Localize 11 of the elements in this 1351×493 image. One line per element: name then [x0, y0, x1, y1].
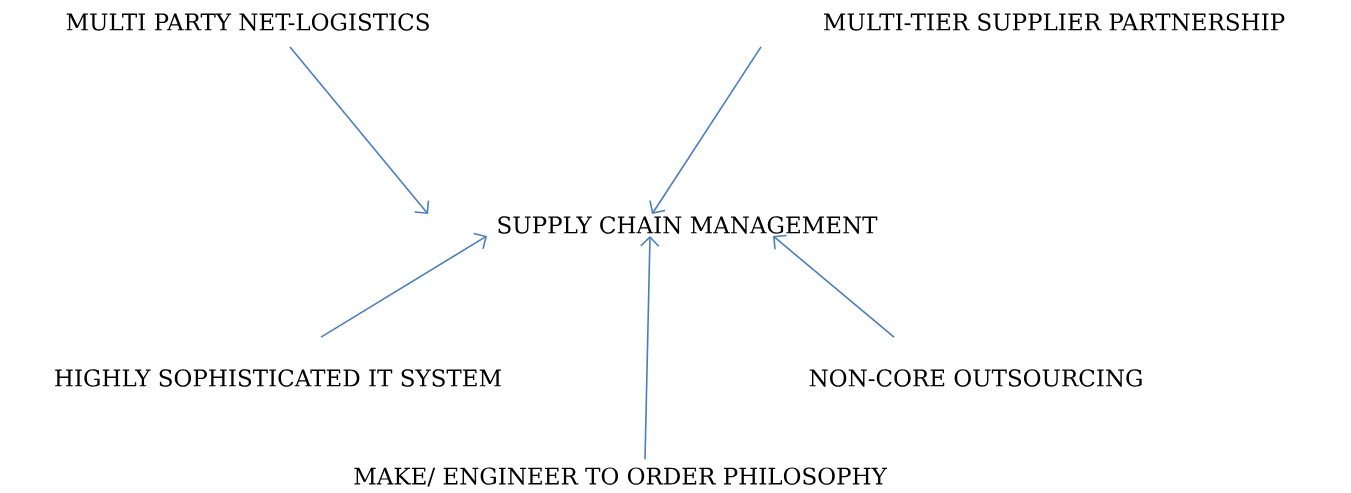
concept-label: MULTI PARTY NET-LOGISTICS — [66, 13, 429, 31]
arrow — [649, 46, 762, 215]
arrow — [773, 234, 895, 338]
concept-label: MULTI-TIER SUPPLIER PARTNERSHIP — [824, 13, 1285, 31]
arrow — [640, 235, 660, 460]
arrow — [320, 232, 487, 338]
concept-label: SUPPLY CHAIN MANAGEMENT — [498, 216, 878, 234]
concept-label: NON-CORE OUTSOURCING — [809, 369, 1142, 387]
concept-label: HIGHLY SOPHISTICATED IT SYSTEM — [55, 369, 501, 387]
arrow — [289, 46, 430, 215]
concept-label: MAKE/ ENGINEER TO ORDER PHILOSOPHY — [354, 467, 887, 487]
